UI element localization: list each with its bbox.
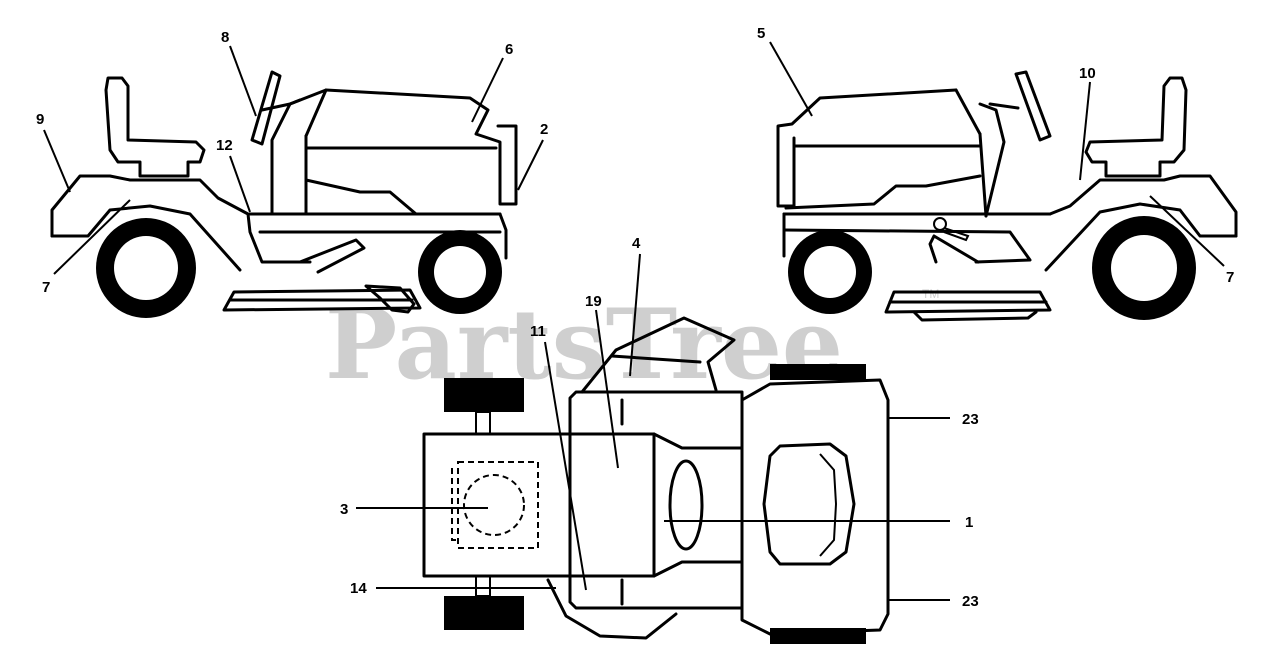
callout-labels: 8 6 2 9 12 7 5 10 7 4 19 11 3 14 1 23 23 xyxy=(36,25,1234,610)
callout-11: 11 xyxy=(530,323,546,340)
leader-lines xyxy=(43,41,1225,601)
callout-6: 6 xyxy=(505,41,513,58)
callout-9: 9 xyxy=(36,111,44,128)
callout-19: 19 xyxy=(585,293,602,310)
callout-12: 12 xyxy=(216,137,233,154)
callout-5: 5 xyxy=(757,25,765,42)
callout-7-right: 7 xyxy=(1226,269,1234,286)
top-view-tractor xyxy=(422,316,890,644)
callout-2: 2 xyxy=(540,121,548,138)
watermark-trademark: TM xyxy=(922,287,939,301)
callout-7-left: 7 xyxy=(42,279,50,296)
left-side-view-tractor xyxy=(50,70,518,318)
watermark-text: PartsTree xyxy=(325,288,843,401)
callout-23-top: 23 xyxy=(962,411,979,428)
callout-23-bottom: 23 xyxy=(962,593,979,610)
right-side-view-tractor xyxy=(776,70,1238,322)
callout-8: 8 xyxy=(221,29,229,46)
callout-10: 10 xyxy=(1079,65,1096,82)
callout-14: 14 xyxy=(350,580,367,597)
callout-4: 4 xyxy=(632,235,641,252)
callout-1: 1 xyxy=(965,514,973,531)
callout-3: 3 xyxy=(340,501,348,518)
